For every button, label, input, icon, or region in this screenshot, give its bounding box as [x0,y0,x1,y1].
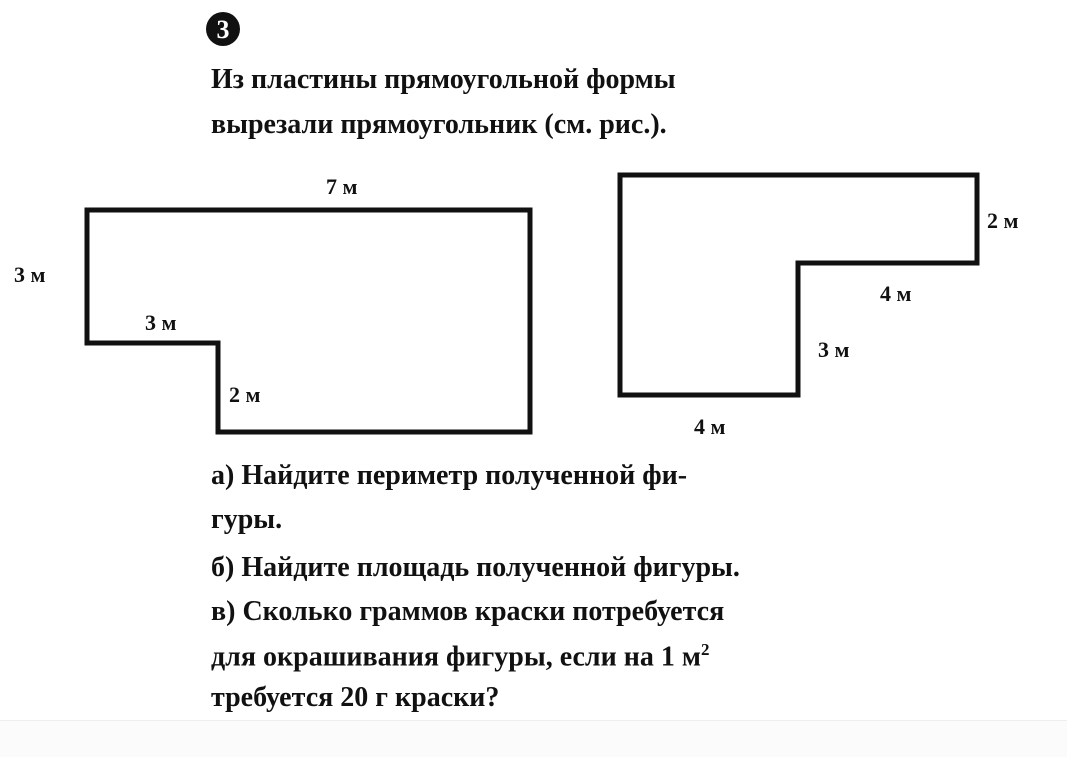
left-side-label: 3 м [14,262,46,287]
problem-number-badge: 3 [206,12,240,46]
left-notch-top-label: 3 м [145,310,177,335]
right-bottom-label: 4 м [694,414,726,439]
question-c-line-1: в) Сколько граммов краски потребуется [211,596,725,627]
intro-line-1: Из пластины прямоугольной формы [211,64,676,95]
page-bottom-strip [0,720,1067,757]
question-c-line-2-text: для окрашивания фигуры, если на 1 м [211,641,701,673]
question-b: б) Найдите площадь полученной фигуры. [211,552,740,583]
square-superscript: 2 [700,640,710,659]
right-step-top-label: 4 м [880,281,912,306]
left-top-label: 7 м [326,174,358,199]
left-notch-side-label: 2 м [229,382,261,407]
left-figure-outline [84,207,533,435]
intro-line-2: вырезали прямоугольник (см. рис.). [211,109,667,140]
question-a-line-1: а) Найдите периметр полученной фи- [211,460,688,491]
question-c-line-3: требуется 20 г краски? [211,682,500,713]
question-c-line-2: для окрашивания фигуры, если на 1 м2 [211,641,709,671]
right-figure-outline [617,172,980,398]
question-a-line-2: гуры. [211,504,283,535]
right-side-label: 2 м [987,208,1019,233]
right-step-side-label: 3 м [818,337,850,362]
